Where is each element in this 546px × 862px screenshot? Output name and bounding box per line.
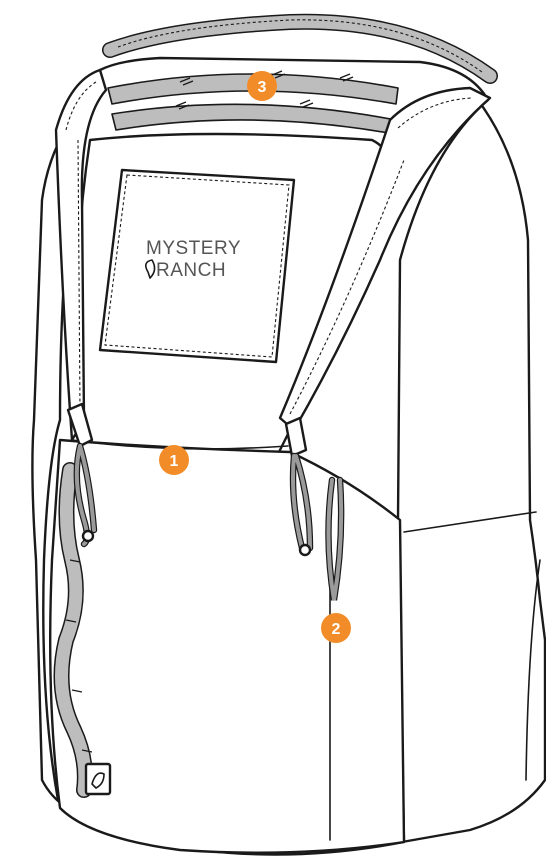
side-tag <box>86 764 110 794</box>
callout-2: 2 <box>321 613 351 643</box>
logo-patch: MYSTERY RANCH <box>100 170 294 362</box>
callout-1-label: 1 <box>170 453 179 470</box>
logo-line-2: RANCH <box>156 260 226 281</box>
callout-2-label: 2 <box>332 621 341 638</box>
logo-line-1: MYSTERY <box>146 238 241 259</box>
callout-3: 3 <box>247 71 277 101</box>
callout-3-label: 3 <box>258 79 267 96</box>
callout-1: 1 <box>159 445 189 475</box>
